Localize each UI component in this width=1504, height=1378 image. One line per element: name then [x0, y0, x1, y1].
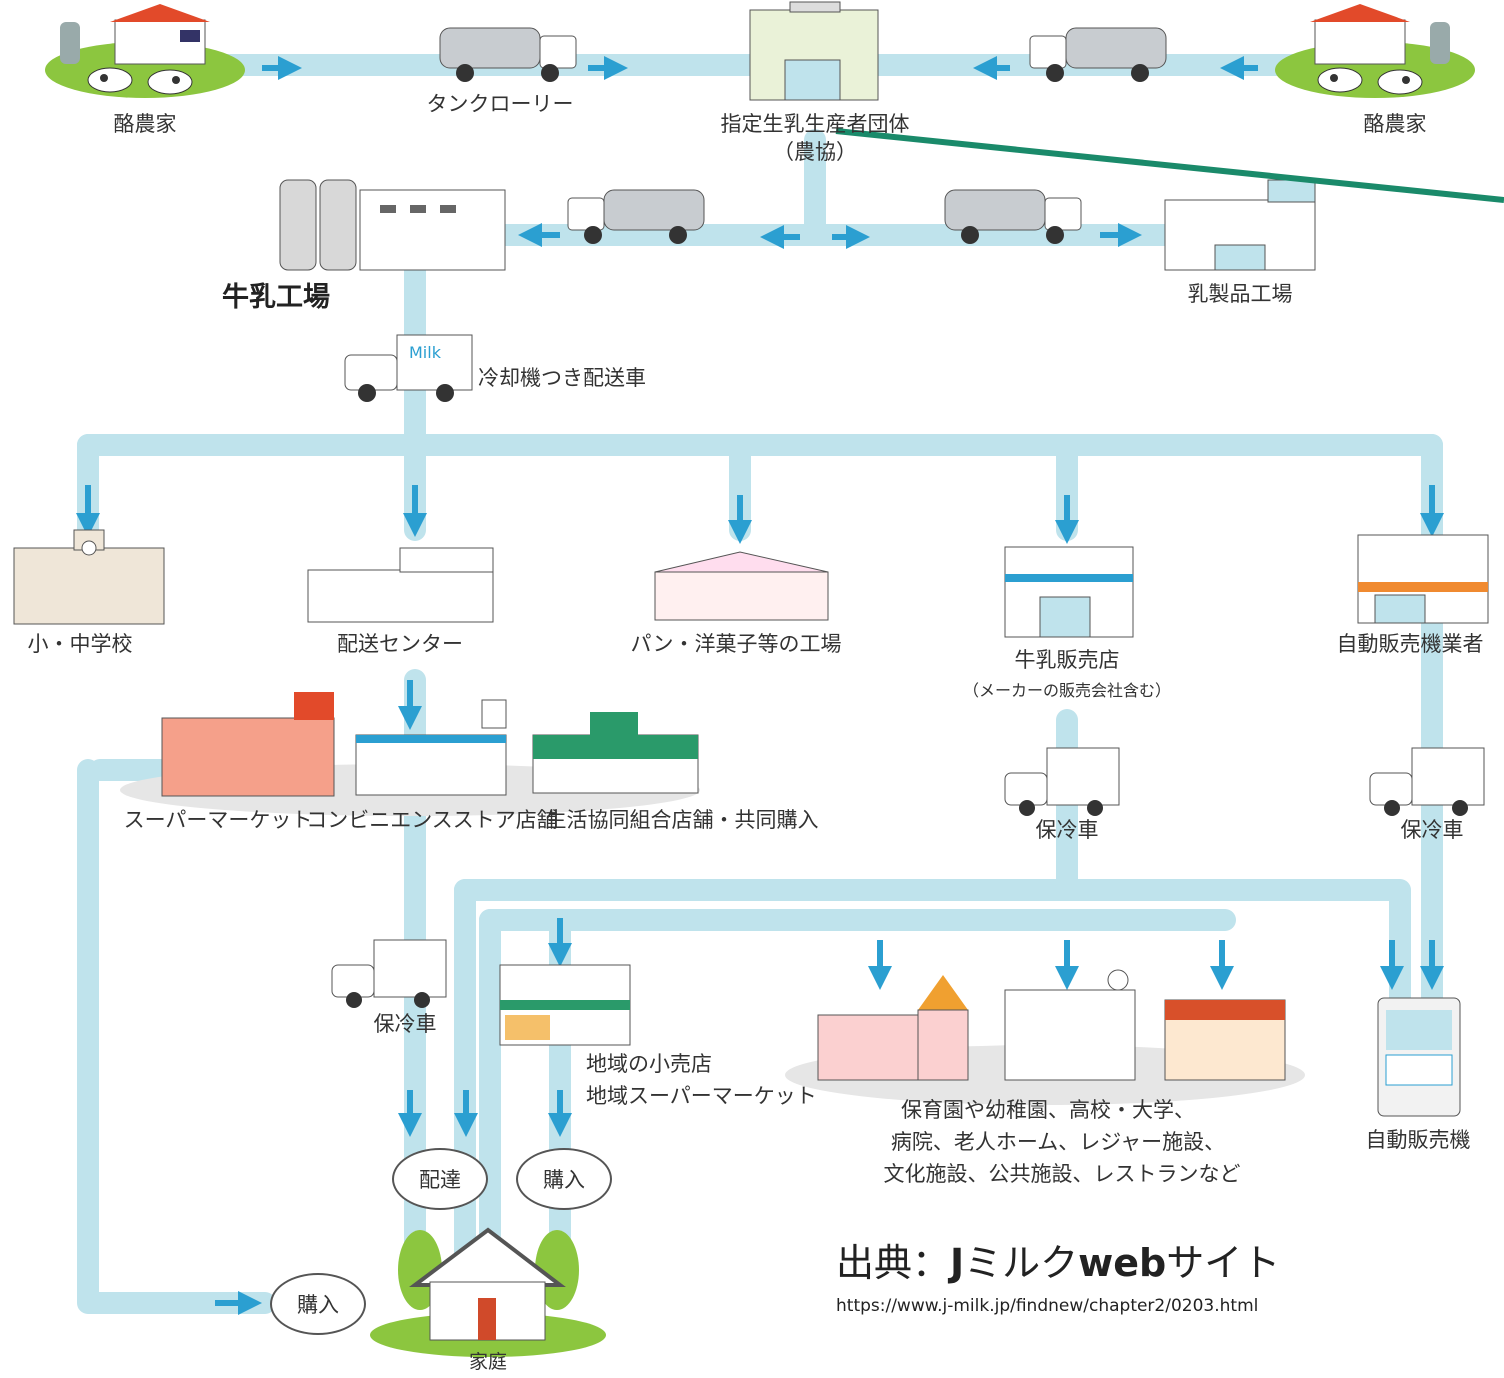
source-bold-web: web — [1078, 1241, 1167, 1285]
vending-machine-icon — [1377, 997, 1461, 1117]
vending-machine-label: 自動販売機 — [1365, 1128, 1471, 1152]
delivery-bubble: 配達 — [392, 1148, 488, 1210]
refrigerated-truck-label-1: 保冷車 — [1035, 818, 1099, 842]
supermarket-label: スーパーマーケット — [123, 808, 313, 832]
local-store-icon — [499, 964, 631, 1046]
dairy-products-factory-icon — [1164, 179, 1316, 271]
source-url: https://www.j-milk.jp/findnew/chapter2/0… — [836, 1296, 1259, 1316]
convenience-store-label: コンビニエンスストア店舗 — [306, 808, 558, 832]
milk-shop-icon — [1004, 546, 1134, 638]
home-label: 家庭 — [468, 1351, 508, 1373]
tanker-truck-icon — [944, 189, 1082, 244]
vending-operator-building-icon — [1357, 534, 1489, 624]
coop-store-icon — [532, 712, 699, 794]
producer-group-label: 指定生乳生産者団体 — [720, 112, 910, 136]
retail-cluster — [120, 692, 700, 816]
flow-arrows — [76, 56, 1444, 1315]
home-icon — [370, 1227, 606, 1357]
refrigerated-truck-icon — [1004, 747, 1120, 816]
refrigerated-truck-icon — [1369, 747, 1485, 816]
local-store-label-1: 地域の小売店 — [586, 1052, 712, 1076]
kindergarten-icon — [817, 975, 969, 1081]
dairy-factory-label: 乳製品工場 — [1187, 282, 1293, 306]
truck-milk-text: Milk — [409, 343, 442, 362]
school-label: 小・中学校 — [27, 632, 133, 656]
distribution-center-label: 配送センター — [337, 632, 463, 656]
local-store-label-2: 地域スーパーマーケット — [586, 1084, 817, 1108]
tanker-truck-icon — [439, 27, 577, 82]
milk-factory-icon — [279, 179, 506, 271]
cooled-truck-label: 冷却機つき配送車 — [478, 366, 646, 390]
restaurant-icon — [1164, 999, 1286, 1081]
refrigerated-truck-label-2: 保冷車 — [1400, 818, 1464, 842]
tanker-truck-icon — [567, 189, 705, 244]
tanker-truck-icon — [1029, 27, 1167, 82]
milk-shop-sub-label: （メーカーの販売会社含む） — [962, 681, 1172, 700]
school-icon — [13, 529, 165, 625]
institutions-label-3: 文化施設、公共施設、レストランなど — [883, 1162, 1241, 1186]
supermarket-icon — [161, 692, 335, 797]
coop-label: 生活協同組合店舗・共同購入 — [545, 808, 819, 832]
distribution-center-icon — [307, 547, 494, 623]
source-suffix: サイト — [1166, 1241, 1281, 1285]
bakery-factory-label: パン・洋菓子等の工場 — [630, 632, 842, 656]
milk-shop-label: 牛乳販売店 — [1014, 648, 1120, 672]
farm-illustration-right — [1275, 4, 1475, 98]
convenience-store-icon — [355, 699, 507, 796]
purchase-bubble-2: 購入 — [270, 1273, 366, 1335]
institutions-label-1: 保育園や幼稚園、高校・大学、 — [901, 1098, 1195, 1122]
tanker-top-label: タンクローリー — [426, 92, 574, 116]
source-bold-j: J — [950, 1241, 965, 1285]
producer-group-building-icon — [749, 1, 879, 101]
hospital-icon — [1004, 969, 1136, 1081]
refrigerated-truck-label-3: 保冷車 — [373, 1012, 437, 1036]
annotation-line — [835, 128, 1504, 203]
institutions-cluster — [785, 969, 1305, 1105]
source-prefix: 出典： — [836, 1241, 951, 1285]
vending-operator-label: 自動販売機業者 — [1336, 632, 1484, 656]
producer-group-sub-label: （農協） — [773, 140, 857, 164]
purchase-bubble-1: 購入 — [516, 1148, 612, 1210]
milk-factory-label: 牛乳工場 — [222, 282, 330, 313]
source-credit-title: 出典：Jミルクwebサイト — [836, 1232, 1280, 1287]
refrigerated-truck-icon — [331, 939, 447, 1008]
source-middle: ミルク — [964, 1241, 1079, 1285]
farmer-left-label: 酪農家 — [113, 112, 177, 136]
milk-delivery-truck-icon: Milk — [344, 334, 473, 402]
institutions-label-2: 病院、老人ホーム、レジャー施設、 — [890, 1130, 1226, 1154]
bakery-factory-icon — [654, 551, 829, 621]
farmer-right-label: 酪農家 — [1363, 112, 1427, 136]
farm-illustration-left — [45, 4, 245, 98]
